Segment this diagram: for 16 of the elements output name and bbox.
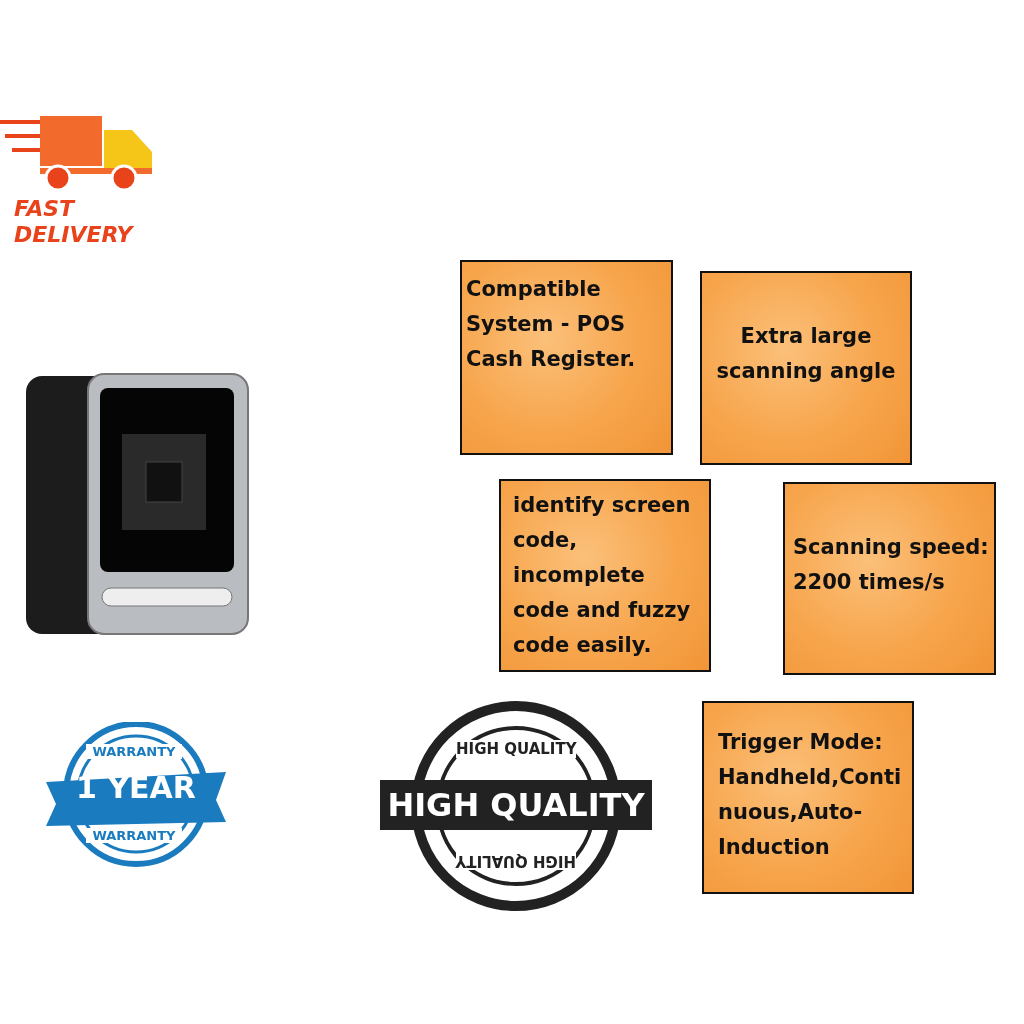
badge-text: HIGH QUALITY: [380, 780, 652, 830]
badge-text: HIGH QUALITY: [456, 852, 576, 870]
badge-text: WARRANTY: [86, 828, 182, 843]
feature-text: Trigger Mode: Handheld,Continuous,Auto-Induction: [718, 729, 903, 861]
feature-text: Extra large scanning angle: [715, 323, 897, 385]
badge-text: HIGH QUALITY: [456, 740, 576, 758]
feature-box: [702, 701, 914, 894]
feature-text: identify screen code, incomplete code and fuzzy code easily.: [513, 492, 692, 659]
feature-text: Scanning speed: 2200 times/s: [793, 534, 990, 596]
feature-box: [783, 482, 996, 675]
badge-text: WARRANTY: [86, 744, 182, 759]
feature-box: [499, 479, 711, 672]
feature-box: [460, 260, 673, 455]
badge-text: FAST DELIVERY: [14, 196, 135, 248]
feature-text: Compatible System - POS Cash Register.: [466, 276, 637, 373]
feature-box: [700, 271, 912, 465]
